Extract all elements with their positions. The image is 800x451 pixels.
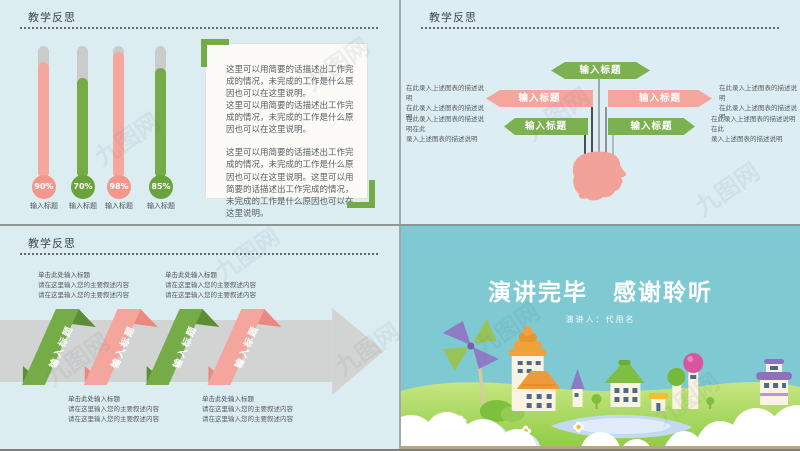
cloud <box>401 405 800 449</box>
slide-thumbnail-ribbon-arrow[interactable]: 教学反思 单击此处输入标题 请在这里输入您的主要叙述内容 请在这里输入您的主要叙… <box>0 226 399 449</box>
textbox-paragraph: 这里可以用简要的话描述出工作完成的情况，未完成的工作是什么原因也可以在这里说明。… <box>226 148 354 219</box>
percent-badge: 70% <box>71 175 95 199</box>
desc-line: 在此录入上述图表的描述说明在此 <box>711 115 796 133</box>
spire-house <box>570 369 585 407</box>
step-line: 请在这里输入您的主要叙述内容 <box>68 414 159 423</box>
corner-bracket-icon <box>347 180 375 208</box>
banner-left-1: 输入标题 <box>486 90 593 107</box>
house-orange <box>516 371 561 411</box>
step-title: 单击此处输入标题 <box>202 395 254 403</box>
thermometer-label: 输入标题 <box>69 202 97 210</box>
house-purple <box>756 359 793 405</box>
thermometer-label: 输入标题 <box>105 202 133 210</box>
banner-right-2: 输入标题 <box>608 118 695 135</box>
desc-line: 录入上述图表的描述说明 <box>711 134 783 143</box>
pink-tower <box>683 353 704 409</box>
slide-title: 教学反思 <box>28 237 76 250</box>
description-textbox: 这里可以用简要的话描述出工作完成的情况，未完成的工作是什么原因也可以在这里说明。… <box>205 43 368 219</box>
desc-left-top: 在此录入上述图表的描述说明 在此录入上述图表的描述说明 <box>406 84 486 123</box>
desc-right-top: 在此录入上述图表的描述说明 在此录入上述图表的描述说明 <box>719 84 799 123</box>
pinwheel-icon <box>442 319 499 417</box>
textbox-paragraph: 这里可以用简要的话描述出工作完成的情况，未完成的工作是什么原因也可以在这里说明。 <box>226 65 354 100</box>
head-silhouette <box>572 151 627 201</box>
step-line: 请在这里输入您的主要叙述内容 <box>38 290 129 299</box>
percent-badge: 85% <box>149 175 173 199</box>
village-illustration <box>401 319 800 449</box>
step-line: 请在这里输入您的主要叙述内容 <box>38 280 129 289</box>
step-text-block: 单击此处输入标题 请在这里输入您的主要叙述内容 请在这里输入您的主要叙述内容 <box>38 271 129 300</box>
desc-left-bottom: 在此录入上述图表的描述说明在此 录入上述图表的描述说明 <box>406 115 490 144</box>
slide-title: 教学反思 <box>28 11 76 24</box>
desc-right-bottom: 在此录入上述图表的描述说明在此 录入上述图表的描述说明 <box>711 115 797 144</box>
river <box>550 414 693 439</box>
dotted-divider <box>20 27 378 29</box>
step-line: 请在这里输入您的主要叙述内容 <box>68 404 159 413</box>
desc-line: 在此录入上述图表的描述说明 <box>719 103 797 122</box>
slide-thumbnail-thermometers[interactable]: 教学反思 90% 输入标题 70% 输入标题 98% 输入标题 85% 输入标题… <box>0 0 399 224</box>
house-small <box>648 393 669 411</box>
percent-badge: 90% <box>32 175 56 199</box>
step-title: 单击此处输入标题 <box>165 271 217 279</box>
step-line: 请在这里输入您的主要叙述内容 <box>202 414 293 423</box>
desc-line: 在此录入上述图表的描述说明 <box>406 103 484 122</box>
presenter-line: 演讲人：代用名 <box>565 315 636 324</box>
desc-line: 在此录入上述图表的描述说明 <box>719 84 797 102</box>
thermometer-bar <box>77 46 88 178</box>
step-title: 单击此处输入标题 <box>38 271 90 279</box>
desc-line: 录入上述图表的描述说明 <box>406 134 478 143</box>
ribbon-arrow-graphic: 输入标题 输入标题 输入标题 输入标题 <box>0 308 385 395</box>
step-text-block: 单击此处输入标题 请在这里输入您的主要叙述内容 请在这里输入您的主要叙述内容 <box>202 395 293 424</box>
desc-line: 在此录入上述图表的描述说明在此 <box>406 115 484 133</box>
percent-badge: 98% <box>107 175 131 199</box>
banner-left-2: 输入标题 <box>504 118 588 135</box>
step-title: 单击此处输入标题 <box>68 395 120 403</box>
thermometer-label: 输入标题 <box>147 202 175 210</box>
dotted-divider <box>20 253 378 255</box>
thermometer-label: 输入标题 <box>30 202 58 210</box>
slide-thumbnail-mindmap[interactable]: 教学反思 输入标题 输入标题 输入标题 输入标题 输入标题 在此录入上述图表的描… <box>401 0 800 224</box>
slide-title: 教学反思 <box>429 11 477 24</box>
horizontal-divider <box>0 224 800 226</box>
step-text-block: 单击此处输入标题 请在这里输入您的主要叙述内容 请在这里输入您的主要叙述内容 <box>165 271 256 300</box>
ground-edge <box>401 446 800 449</box>
tree-column <box>667 368 686 409</box>
thermometer-bar <box>113 46 124 178</box>
step-line: 请在这里输入您的主要叙述内容 <box>165 280 256 289</box>
banner-top: 输入标题 <box>551 62 650 79</box>
thermometer-bar <box>38 46 49 178</box>
house-green <box>604 360 645 407</box>
step-line: 请在这里输入您的主要叙述内容 <box>165 290 256 299</box>
dotted-divider <box>421 27 779 29</box>
step-line: 请在这里输入您的主要叙述内容 <box>202 404 293 413</box>
slide-thumbnail-closing[interactable]: 演讲完毕 感谢聆听 演讲人：代用名 <box>401 226 800 449</box>
sprout <box>591 394 602 409</box>
sprout <box>706 397 715 409</box>
closing-title: 演讲完毕 感谢聆听 <box>488 280 713 306</box>
step-text-block: 单击此处输入标题 请在这里输入您的主要叙述内容 请在这里输入您的主要叙述内容 <box>68 395 159 424</box>
bottom-edge <box>0 449 800 451</box>
thermometer-bar <box>155 46 166 178</box>
banner-right-1: 输入标题 <box>608 90 712 107</box>
corner-bracket-icon <box>201 39 229 67</box>
desc-line: 在此录入上述图表的描述说明 <box>406 84 484 102</box>
textbox-paragraph: 这里可以用简要的话描述出工作完成的情况，未完成的工作是什么原因也可以在这里说明。 <box>226 101 354 136</box>
